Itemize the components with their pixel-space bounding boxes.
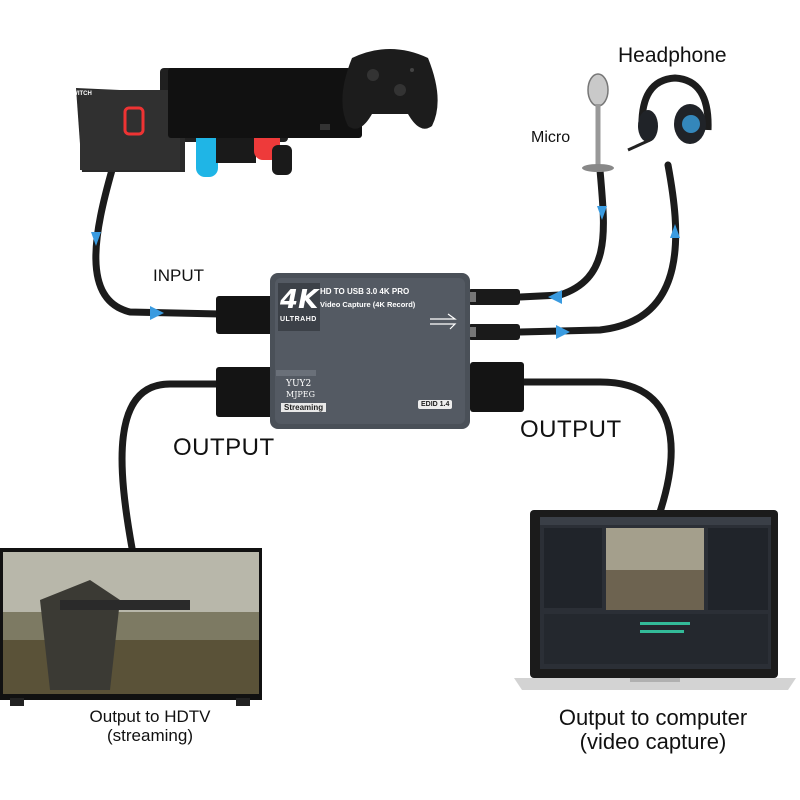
pc-caption: Output to computer (video capture) (528, 705, 778, 755)
edid-tag: EDID 1.4 (418, 400, 453, 409)
arrow-icon (91, 232, 101, 246)
arrow-icon (548, 290, 562, 304)
tv-caption-line1: Output to HDTV (89, 707, 211, 726)
pc-caption-line1: Output to computer (558, 705, 748, 730)
tv-cable (118, 380, 222, 552)
capture-device-labels: 4K ULTRAHD HD TO USB 3.0 4K PRO Video Ca… (272, 275, 468, 427)
tv-caption: Output to HDTV (streaming) (50, 707, 250, 745)
micro-label: Micro (531, 129, 571, 146)
format-mjpeg: MJPEG (286, 390, 316, 399)
badge-4k: 4K (280, 285, 319, 315)
arrow-icon (597, 206, 607, 220)
arrow-icon (556, 325, 570, 339)
pc-caption-line2: (video capture) (579, 729, 727, 755)
hdmi-plugs (216, 296, 524, 417)
switch-logo: NINTENDO SWITCH (64, 84, 96, 98)
microphone-icon (587, 73, 609, 107)
signal-arrows (91, 206, 680, 339)
hdmi-plug-output-right (470, 362, 524, 412)
xbox-controller (342, 49, 438, 129)
pc-cable (518, 378, 675, 516)
headphone-label: Headphone (618, 44, 727, 67)
arrow-icon (150, 306, 164, 320)
cables (92, 161, 680, 552)
microphone (582, 73, 614, 172)
hdmi-plug-output-left (216, 367, 274, 417)
hdtv (0, 548, 262, 706)
capture-device (270, 273, 470, 429)
input-label: INPUT (153, 266, 204, 285)
laptop (514, 510, 796, 690)
format-yuy2: YUY2 (286, 379, 312, 389)
mic-cable (516, 166, 607, 301)
headphone-jack (468, 324, 520, 340)
output-left-label: OUTPUT (173, 434, 275, 461)
output-right-label: OUTPUT (520, 416, 622, 443)
device-model-line: HD TO USB 3.0 4K PRO (320, 287, 410, 296)
hdmi-plug-input (216, 296, 274, 334)
input-cable (92, 166, 224, 318)
headphone-icon (638, 74, 712, 131)
device-subtitle-line: Video Capture (4K Record) (320, 300, 416, 309)
xbox-console (168, 49, 438, 138)
arrow-icon (670, 224, 680, 238)
headphone (627, 74, 712, 152)
tv-caption-line2: (streaming) (107, 725, 193, 745)
headphone-cable (516, 161, 680, 336)
badge-ultrahd: ULTRAHD (280, 316, 317, 323)
mic-jack (468, 289, 520, 305)
streaming-tag: Streaming (281, 403, 327, 412)
audio-jacks (468, 289, 520, 340)
